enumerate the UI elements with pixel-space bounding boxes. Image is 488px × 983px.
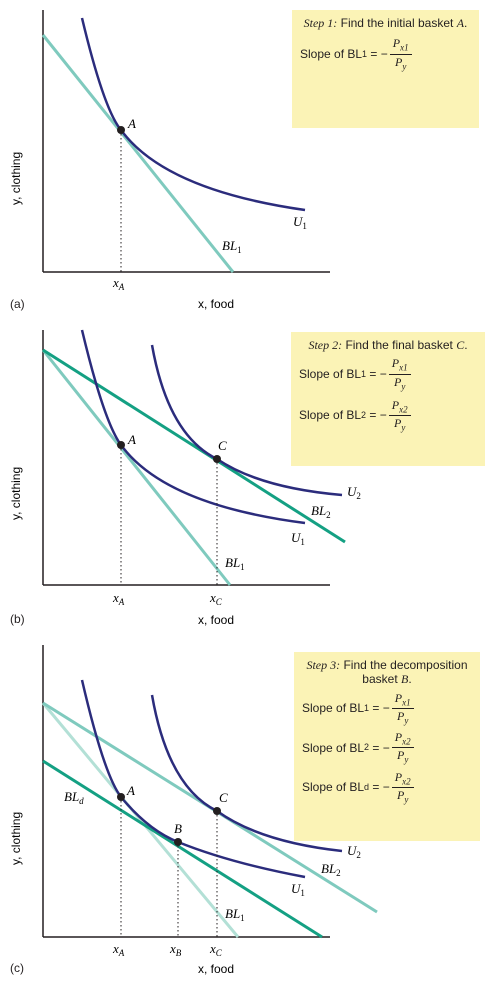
point-c: [213, 807, 221, 815]
point-c-label: C: [219, 790, 228, 805]
panel-c-graph: A B C BLd BL1 BL2 U1 U2 xA xB xC x, food…: [9, 645, 378, 976]
point-b-label: B: [174, 821, 182, 836]
panel-letter: (a): [10, 297, 25, 311]
bl1-label: BL1: [225, 555, 245, 572]
point-a-label: A: [126, 783, 135, 798]
step-text: Step 2: Find the final basket C.: [308, 338, 468, 352]
point-c-label: C: [218, 438, 227, 453]
point-a-label: A: [127, 116, 136, 131]
step-text: Step 1: Find the initial basket A.: [303, 16, 468, 30]
point-a: [117, 441, 125, 449]
indifference-curve-u1: [80, 329, 306, 525]
budget-line-d: [42, 759, 323, 939]
step-box: Step 2: Find the final basket C. Slope o…: [291, 332, 485, 466]
u1-label: U1: [293, 214, 307, 231]
budget-line-1: [41, 702, 240, 938]
tick-xa: xA: [112, 590, 125, 607]
tick-xc: xC: [209, 941, 223, 958]
point-c: [213, 455, 221, 463]
bl1-label: BL1: [222, 238, 242, 255]
tick-xb: xB: [169, 941, 182, 958]
bl2-label: BL2: [311, 503, 331, 520]
x-axis-label: x, food: [198, 613, 234, 627]
y-axis-label: y, clothing: [9, 812, 23, 865]
point-a: [117, 126, 125, 134]
panel-a: A BL1 U1 xA x, food y, clothing (a) Step…: [0, 0, 488, 320]
x-axis-label: x, food: [198, 297, 234, 311]
bld-label: BLd: [64, 789, 84, 806]
x-axis-label: x, food: [198, 962, 234, 976]
budget-line-1: [41, 34, 235, 273]
panel-letter: (c): [10, 961, 24, 975]
panel-b-graph: A C BL1 BL2 U1 U2 xA xC x, food y, cloth…: [9, 329, 361, 627]
panel-b: A C BL1 BL2 U1 U2 xA xC x, food y, cloth…: [0, 320, 488, 635]
u1-label: U1: [291, 881, 305, 898]
tick-xa: xA: [112, 941, 125, 958]
tick-xc: xC: [209, 590, 223, 607]
step-box: Step 1: Find the initial basket A. Slope…: [292, 10, 479, 128]
indifference-curve-u1: [80, 17, 306, 212]
panel-c: A B C BLd BL1 BL2 U1 U2 xA xB xC x, food…: [0, 635, 488, 983]
u2-label: U2: [347, 843, 361, 860]
tick-xa: xA: [112, 275, 125, 292]
budget-line-1: [41, 349, 232, 586]
point-a: [117, 793, 125, 801]
u1-label: U1: [291, 530, 305, 547]
bl2-label: BL2: [321, 861, 341, 878]
step-box: Step 3: Find the decomposition basket B.…: [294, 652, 480, 841]
step-text: Step 3: Find the decomposition basket B.: [306, 658, 468, 687]
u2-label: U2: [347, 484, 361, 501]
panel-a-graph: A BL1 U1 xA x, food y, clothing: [9, 10, 330, 311]
y-axis-label: y, clothing: [9, 152, 23, 205]
y-axis-label: y, clothing: [9, 467, 23, 520]
budget-line-2: [42, 348, 346, 544]
bl1-label: BL1: [225, 906, 245, 923]
point-a-label: A: [127, 432, 136, 447]
indifference-curve-u1: [80, 679, 306, 879]
point-b: [174, 838, 182, 846]
panel-letter: (b): [10, 612, 25, 626]
